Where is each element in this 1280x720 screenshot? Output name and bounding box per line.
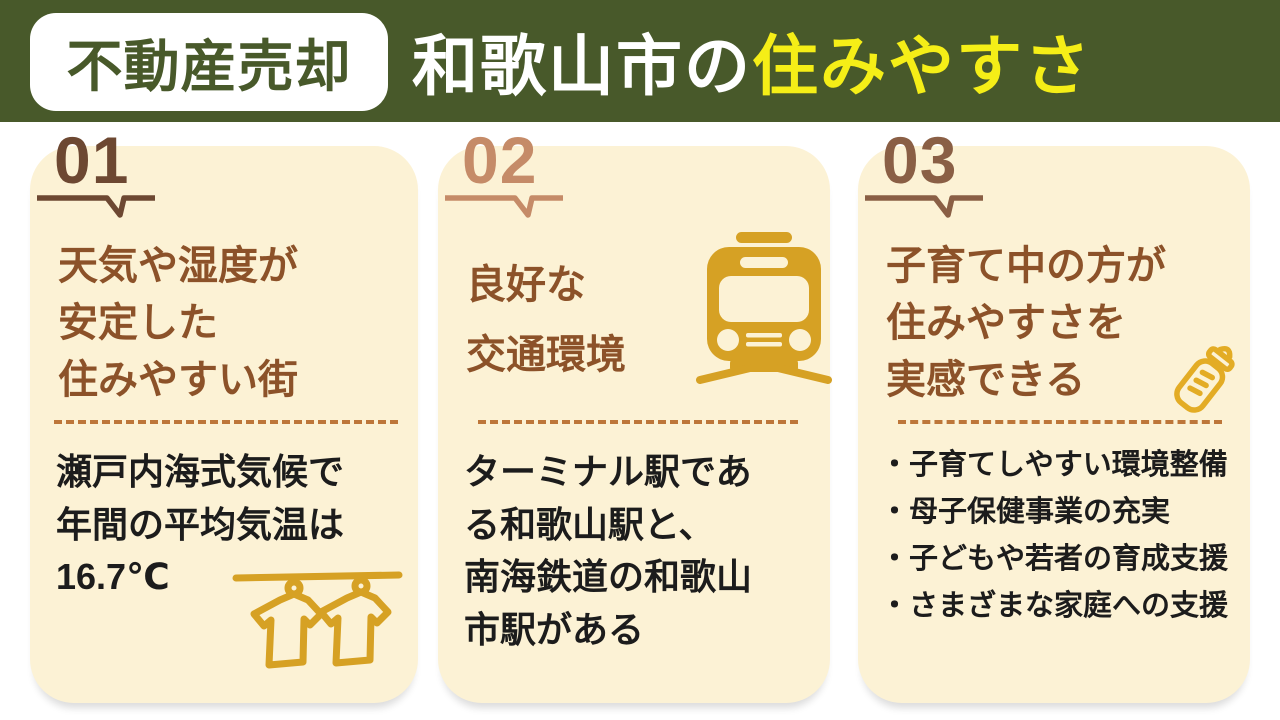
- card-childcare: 03 子育て中の方が 住みやすさを 実感できる ・子育てしやすい環境整備 ・母子…: [858, 127, 1250, 703]
- dashed-divider: [898, 420, 1222, 424]
- card-body-text: 瀬戸内海式気候で 年間の平均気温は 16.7℃: [56, 451, 345, 598]
- card-number-block: 03: [865, 123, 983, 218]
- page-title: 和歌山市の住みやすさ: [412, 13, 1092, 109]
- card-transport: 02 良好な 交通環境 ターミナル駅であ る和歌山駅と、 南海鉄道の和歌山 市駅…: [438, 127, 832, 703]
- card-number: 03: [882, 123, 958, 197]
- card-number-block: 02: [445, 123, 563, 218]
- bullet-item: ・さまざまな家庭への支援: [880, 589, 1229, 622]
- number-underline-pointer: [445, 195, 563, 218]
- card-number-block: 01: [37, 123, 155, 218]
- page-title-white: 和歌山市の: [412, 29, 752, 103]
- baby-bottle-icon: [1174, 345, 1235, 413]
- header-banner: 不動産売却 和歌山市の住みやすさ: [0, 0, 1280, 122]
- bullet-item: ・子育てしやすい環境整備: [880, 449, 1228, 481]
- card-title: 良好な 交通環境: [466, 263, 626, 377]
- page-title-highlight: 住みやすさ: [752, 29, 1092, 103]
- laundry-icon: [232, 571, 403, 669]
- dashed-divider: [478, 420, 798, 424]
- bullet-item: ・子どもや若者の育成支援: [880, 542, 1229, 575]
- number-underline-pointer: [865, 195, 983, 218]
- card-bullet-list: ・子育てしやすい環境整備 ・母子保健事業の充実 ・子どもや若者の育成支援 ・さま…: [880, 442, 1240, 630]
- card-number: 02: [462, 123, 538, 197]
- card-number: 01: [54, 123, 130, 197]
- train-icon: [696, 232, 832, 384]
- card-body-text: ターミナル駅であ る和歌山駅と、 南海鉄道の和歌山 市駅がある: [464, 451, 753, 650]
- number-underline-pointer: [37, 195, 155, 218]
- card-title: 子育て中の方が 住みやすさを 実感できる: [886, 244, 1166, 402]
- card-title: 天気や湿度が 安定した 住みやすい街: [58, 244, 298, 402]
- bullet-item: ・母子保健事業の充実: [880, 495, 1171, 528]
- category-badge: 不動産売却: [30, 13, 388, 111]
- dashed-divider: [54, 420, 398, 424]
- card-climate: 01 天気や湿度が 安定した 住みやすい街 瀬戸内海式気候で 年間の平均気温は …: [30, 127, 418, 703]
